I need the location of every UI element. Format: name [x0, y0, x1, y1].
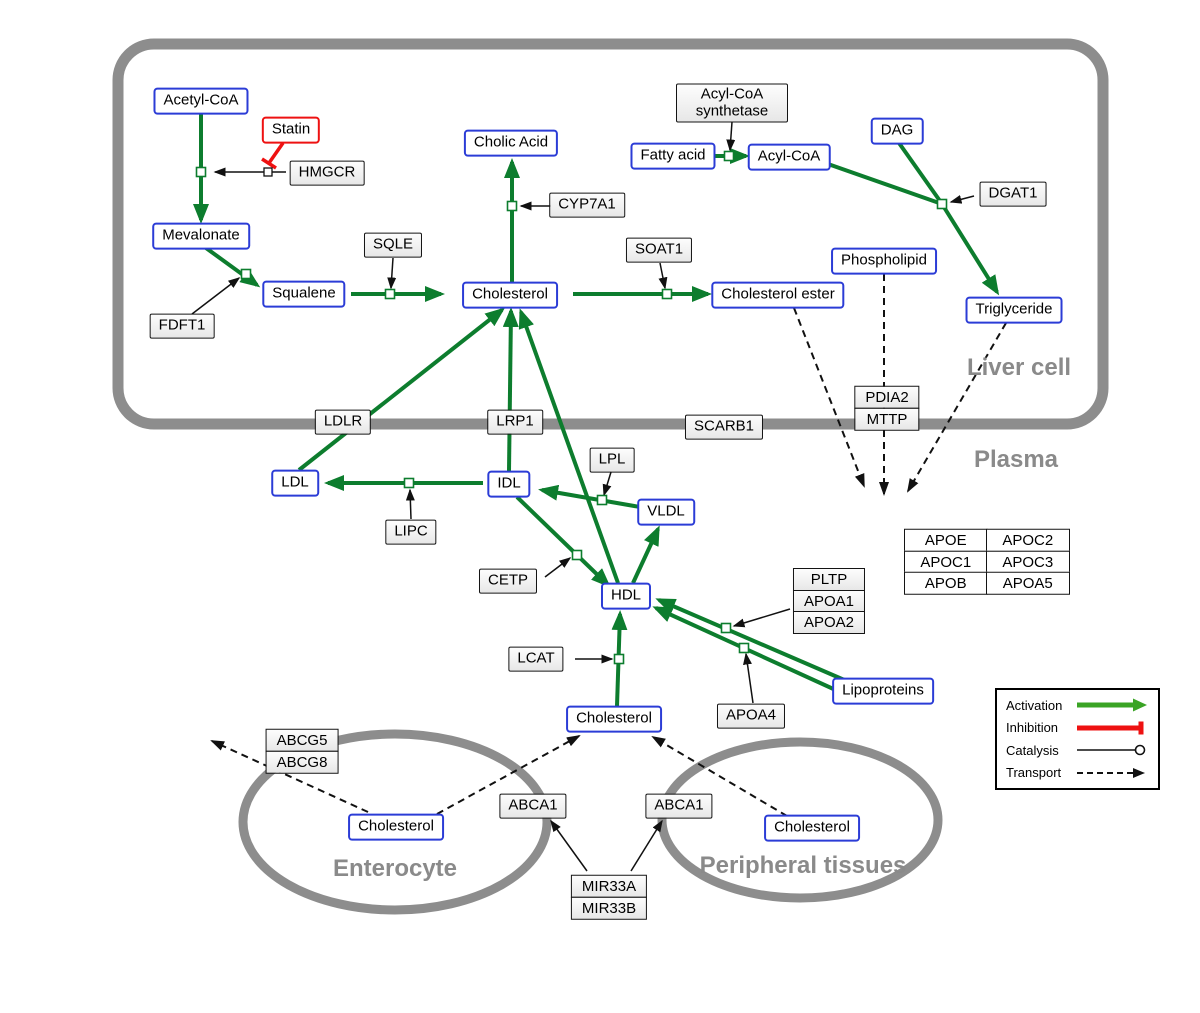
node-apoc2[interactable]: APOC2	[986, 528, 1070, 552]
catalysis-edges	[191, 121, 975, 872]
node-fatty-acid[interactable]: Fatty acid	[630, 142, 716, 170]
node-lrp1[interactable]: LRP1	[487, 409, 543, 435]
node-statin[interactable]: Statin	[261, 116, 321, 144]
legend-row-inhibition: Inhibition	[1006, 720, 1149, 736]
node-cholesterol-liver[interactable]: Cholesterol	[462, 281, 558, 309]
node-abcg5[interactable]: ABCG5	[265, 728, 339, 752]
mir33-stack: MIR33A MIR33B	[570, 874, 648, 920]
node-lpl[interactable]: LPL	[589, 447, 635, 473]
node-apoa5[interactable]: APOA5	[986, 571, 1070, 595]
node-lipc[interactable]: LIPC	[385, 519, 437, 545]
node-scarb1[interactable]: SCARB1	[684, 414, 764, 440]
node-acyl-coa-synthetase[interactable]: Acyl-CoA synthetase	[676, 83, 788, 123]
node-abca1-right[interactable]: ABCA1	[645, 793, 713, 819]
node-pltp[interactable]: PLTP	[792, 568, 866, 591]
node-cetp[interactable]: CETP	[478, 568, 538, 594]
peripheral-tissues-label: Peripheral tissues	[699, 852, 907, 879]
catalysis-circle-icon	[1077, 745, 1146, 756]
node-apoc1[interactable]: APOC1	[904, 550, 988, 574]
legend-activation-label: Activation	[1006, 697, 1063, 713]
transport-edges	[210, 274, 1007, 817]
node-abca1-left[interactable]: ABCA1	[499, 793, 567, 819]
liver-cell-label: Liver cell	[966, 354, 1072, 381]
hmgcr-catalysis-anchor	[263, 167, 273, 177]
inhibition-edge	[261, 141, 285, 170]
node-abcg8[interactable]: ABCG8	[265, 750, 339, 774]
activation-edges	[193, 113, 1000, 707]
node-lcat[interactable]: LCAT	[508, 646, 564, 672]
node-sqle[interactable]: SQLE	[363, 232, 423, 258]
node-cholesterol-peripheral[interactable]: Cholesterol	[764, 814, 860, 842]
node-soat1[interactable]: SOAT1	[625, 237, 693, 263]
node-ldl[interactable]: LDL	[271, 469, 319, 497]
node-cholesterol-plasma[interactable]: Cholesterol	[566, 705, 662, 733]
legend-row-activation: Activation	[1006, 697, 1149, 713]
legend: Activation Inhibition Catalysis Transpor…	[995, 688, 1160, 790]
pltp-apoa-stack: PLTP APOA1 APOA2	[792, 568, 866, 634]
node-phospholipid[interactable]: Phospholipid	[831, 247, 937, 275]
legend-row-catalysis: Catalysis	[1006, 742, 1149, 758]
node-apoe[interactable]: APOE	[904, 528, 988, 552]
legend-transport-label: Transport	[1006, 765, 1062, 781]
liver-cell-membrane	[112, 38, 1109, 430]
node-apob[interactable]: APOB	[904, 571, 988, 595]
enterocyte-membrane	[238, 729, 552, 915]
inhibition-bar-icon	[1077, 721, 1144, 735]
legend-catalysis-label: Catalysis	[1006, 742, 1059, 758]
node-cyp7a1[interactable]: CYP7A1	[549, 192, 625, 218]
legend-inhibition-label: Inhibition	[1006, 720, 1059, 736]
reaction-nodes	[195, 150, 948, 665]
node-apoc3[interactable]: APOC3	[986, 550, 1070, 574]
node-mir33a[interactable]: MIR33A	[570, 874, 648, 898]
compartment-membranes	[112, 38, 1109, 915]
node-cholesterol-ester[interactable]: Cholesterol ester	[711, 281, 845, 309]
legend-row-transport: Transport	[1006, 765, 1149, 781]
activation-arrow-icon	[1077, 698, 1147, 712]
node-mir33b[interactable]: MIR33B	[570, 896, 648, 920]
node-apoa4[interactable]: APOA4	[716, 703, 786, 729]
node-mttp[interactable]: MTTP	[854, 407, 920, 431]
node-ldlr[interactable]: LDLR	[314, 409, 372, 435]
node-lipoproteins[interactable]: Lipoproteins	[832, 677, 934, 705]
node-vldl[interactable]: VLDL	[637, 498, 695, 526]
apolipoprotein-table: APOE APOC2 APOC1 APOC3 APOB APOA5	[904, 528, 1070, 595]
node-apoa1[interactable]: APOA1	[792, 589, 866, 613]
node-cholic-acid[interactable]: Cholic Acid	[463, 129, 559, 157]
node-cholesterol-enterocyte[interactable]: Cholesterol	[348, 813, 444, 841]
node-mevalonate[interactable]: Mevalonate	[152, 222, 250, 250]
node-dag[interactable]: DAG	[870, 117, 924, 145]
node-triglyceride[interactable]: Triglyceride	[965, 296, 1063, 324]
node-pdia2[interactable]: PDIA2	[854, 385, 920, 409]
node-hdl[interactable]: HDL	[600, 582, 652, 610]
node-dgat1[interactable]: DGAT1	[979, 181, 1047, 207]
plasma-label: Plasma	[973, 446, 1059, 473]
node-hmgcr[interactable]: HMGCR	[289, 160, 365, 186]
transport-arrow-icon	[1077, 767, 1145, 778]
enterocyte-label: Enterocyte	[332, 855, 458, 882]
node-acyl-coa[interactable]: Acyl-CoA	[747, 143, 831, 171]
node-acetyl-coa[interactable]: Acetyl-CoA	[153, 87, 249, 115]
node-squalene[interactable]: Squalene	[262, 280, 346, 308]
pdia2-mttp-stack: PDIA2 MTTP	[854, 385, 920, 431]
node-idl[interactable]: IDL	[487, 470, 531, 498]
node-apoa2[interactable]: APOA2	[792, 611, 866, 634]
abcg-stack: ABCG5 ABCG8	[265, 728, 339, 774]
node-fdft1[interactable]: FDFT1	[149, 313, 215, 339]
